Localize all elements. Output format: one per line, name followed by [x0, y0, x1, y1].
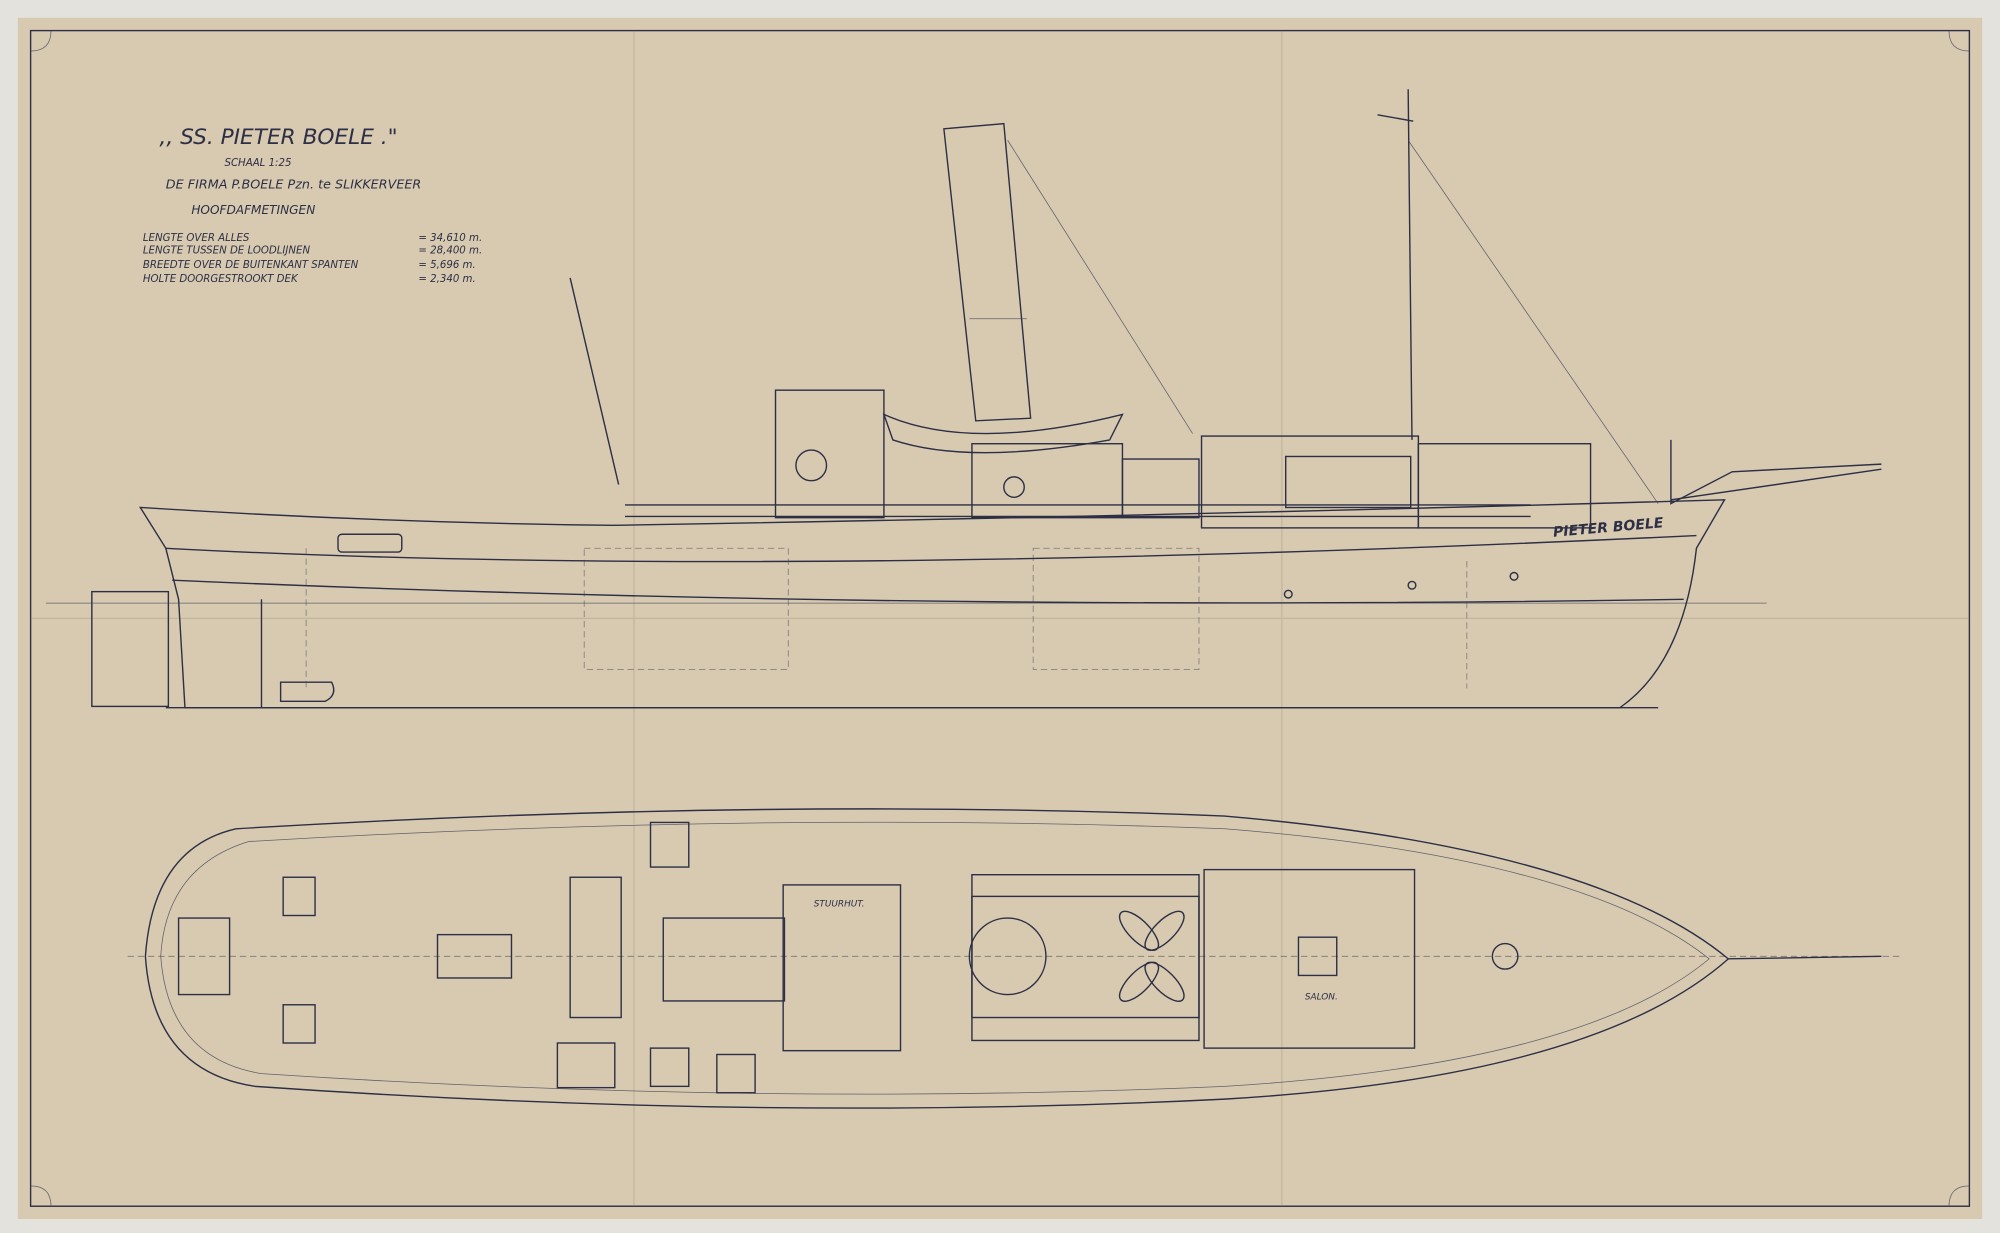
title-block: ,, SS. PIETER BOELE ." SCHAAL 1:25 DE FI…: [143, 125, 482, 285]
dimension-value: = 5,696 m.: [418, 260, 475, 271]
dimension-label: LENGTE TUSSEN DE LOODLIJNEN: [143, 246, 311, 257]
firm-name: DE FIRMA P.BOELE Pzn. te SLIKKERVEER: [166, 178, 421, 193]
deck-plan: STUURHUT. SALON.: [127, 808, 1901, 1109]
saloon-label: SALON.: [1305, 993, 1338, 1003]
drawing-title: ,, SS. PIETER BOELE .": [159, 125, 397, 150]
dimensions-heading: HOOFDAFMETINGEN: [191, 203, 315, 217]
propeller: [1118, 910, 1185, 1002]
dimensions-table: LENGTE OVER ALLES = 34,610 m. LENGTE TUS…: [143, 233, 482, 285]
funnel: [943, 122, 1032, 422]
hull-profile: [138, 499, 1726, 709]
main-mast: [1407, 89, 1413, 440]
boiler: [968, 917, 1047, 996]
dimension-label: LENGTE OVER ALLES: [143, 233, 250, 244]
deck-outline: [144, 808, 1730, 1109]
sheet-border: [29, 29, 1971, 1207]
portholes: [1283, 571, 1519, 599]
dimension-label: BREEDTE OVER DE BUITENKANT SPANTEN: [143, 260, 359, 271]
paper-sheet: [17, 17, 1983, 1219]
side-elevation: PIETER BOELE: [45, 89, 1882, 709]
drawing-scale: SCHAAL 1:25: [224, 158, 291, 169]
dimension-value: = 34,610 m.: [418, 233, 482, 244]
dimension-value: = 2,340 m.: [418, 274, 475, 285]
dimension-label: HOLTE DOORGESTROOKT DEK: [143, 274, 299, 285]
dimension-value: = 28,400 m.: [418, 246, 482, 257]
wheelhouse-label: STUURHUT.: [814, 900, 865, 910]
